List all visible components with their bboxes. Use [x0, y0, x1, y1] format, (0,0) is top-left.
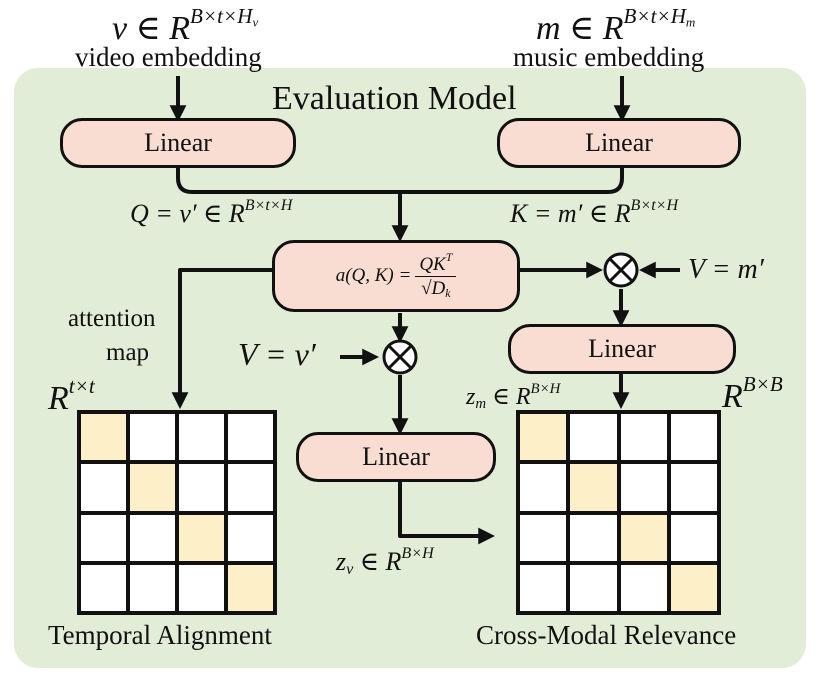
zv-arrow [398, 482, 496, 545]
music-input-formula: m ∈ RB×t×Hm [536, 4, 696, 47]
matrix-cell [130, 564, 175, 611]
matrix-cell [670, 514, 717, 561]
zm-equation: zm ∈ RB×H [466, 381, 561, 412]
matrix-cell [179, 514, 224, 561]
temporal-alignment-caption: Temporal Alignment [48, 620, 272, 650]
merge-line [176, 166, 624, 194]
matrix-cell [570, 464, 617, 511]
matrix-cell [228, 514, 273, 561]
temporal-space-label: Rt×t [48, 374, 95, 417]
video-embedding-label: video embedding [75, 42, 262, 72]
cross-modal-relevance-caption: Cross-Modal Relevance [476, 620, 737, 650]
matrix-cell [570, 414, 617, 461]
matrix-cell [620, 564, 667, 611]
matrix-cell [179, 464, 224, 511]
attention-map-label-line2: map [106, 339, 150, 366]
video-input-formula: v ∈ RB×t×Hv [112, 4, 259, 47]
attention-map-label-line1: attention [68, 305, 156, 332]
matrix-cell [670, 414, 717, 461]
music-linear-box: Linear [497, 118, 741, 168]
matrix-cell [620, 414, 667, 461]
q-equation: Q = v′ ∈ RB×t×H [130, 197, 293, 229]
matrix-cell [179, 414, 224, 461]
zv-equation: zv ∈ RB×H [336, 545, 434, 579]
matrix-cell [228, 414, 273, 461]
panel-title: Evaluation Model [272, 80, 517, 117]
crossmodal-space-label: RB×B [722, 372, 783, 415]
matrix-cell [130, 464, 175, 511]
matrix-cell [81, 464, 126, 511]
music-embedding-label: music embedding [513, 42, 705, 72]
music-output-linear-box: Linear [508, 324, 736, 374]
matrix-cell [130, 414, 175, 461]
attention-to-temporal-arrow [171, 268, 274, 410]
video-output-linear-box: Linear [296, 432, 496, 482]
matrix-cell [570, 564, 617, 611]
matrix-cell [520, 464, 567, 511]
temporal-alignment-matrix [77, 410, 277, 615]
matrix-cell [670, 464, 717, 511]
matrix-cell [520, 564, 567, 611]
matrix-cell [620, 514, 667, 561]
k-equation: K = m′ ∈ RB×t×H [510, 197, 679, 229]
matrix-cell [228, 464, 273, 511]
matrix-cell [670, 564, 717, 611]
matrix-cell [228, 564, 273, 611]
matrix-cell [570, 514, 617, 561]
matrix-cell [620, 464, 667, 511]
matrix-cell [520, 514, 567, 561]
matrix-cell [130, 514, 175, 561]
v-video-equation: V = v′ [238, 336, 316, 372]
matrix-cell [81, 514, 126, 561]
matrix-cell [81, 414, 126, 461]
video-linear-box: Linear [60, 118, 296, 168]
v-music-equation: V = m′ [688, 254, 764, 285]
matrix-cell [179, 564, 224, 611]
matrix-cell [520, 414, 567, 461]
attention-box: a(Q, K) = QKT √Dk [272, 240, 520, 312]
cross-modal-relevance-matrix [516, 410, 721, 615]
matrix-cell [81, 564, 126, 611]
